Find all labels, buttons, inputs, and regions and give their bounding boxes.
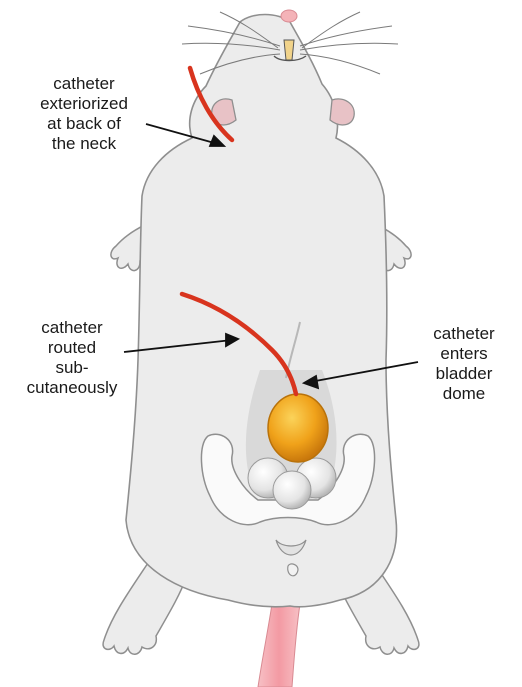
- label-neck-line-4: the neck: [18, 134, 150, 154]
- genital-papilla: [288, 564, 298, 576]
- organ-ball-center: [273, 471, 311, 509]
- label-bladder-line-3: bladder: [418, 364, 510, 384]
- teeth: [284, 40, 294, 60]
- nose: [281, 10, 297, 22]
- label-neck-line-3: at back of: [18, 114, 150, 134]
- label-catheter-bladder: catheter enters bladder dome: [418, 324, 510, 404]
- label-bladder-line-2: enters: [418, 344, 510, 364]
- label-neck-line-2: exteriorized: [18, 94, 150, 114]
- label-routed-line-4: cutaneously: [20, 378, 124, 398]
- label-bladder-line-4: dome: [418, 384, 510, 404]
- bladder: [268, 394, 328, 462]
- right-ear: [330, 99, 354, 125]
- label-routed-line-1: catheter: [20, 318, 124, 338]
- tail: [258, 604, 300, 687]
- label-routed-line-3: sub-: [20, 358, 124, 378]
- label-catheter-neck: catheter exteriorized at back of the nec…: [18, 74, 150, 154]
- label-catheter-routed: catheter routed sub- cutaneously: [20, 318, 124, 398]
- label-neck-line-1: catheter: [18, 74, 150, 94]
- label-bladder-line-1: catheter: [418, 324, 510, 344]
- label-routed-line-2: routed: [20, 338, 124, 358]
